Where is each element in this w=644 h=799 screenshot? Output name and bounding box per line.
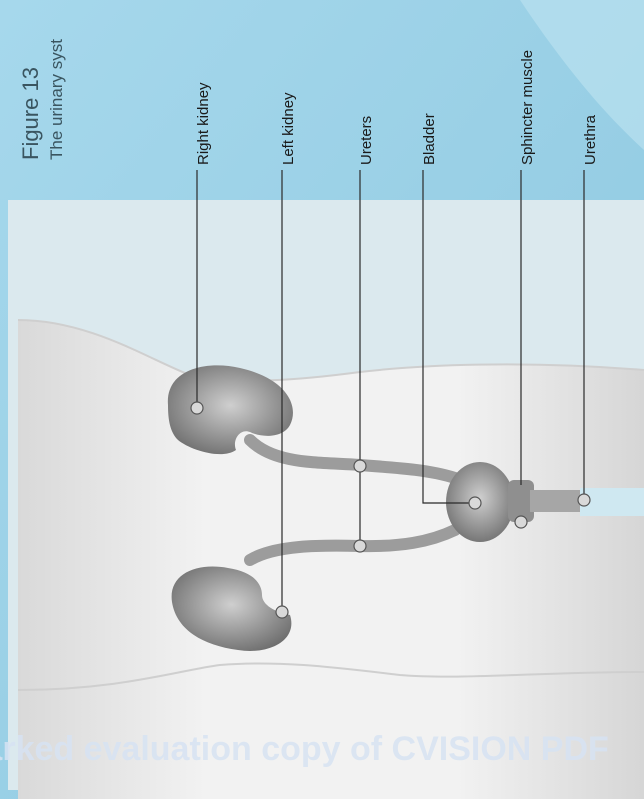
left-kidney-marker [276, 606, 288, 618]
watermark: Watermarked evaluation copy of CVISION P… [0, 730, 609, 768]
label-ureters: Ureters [358, 116, 375, 165]
label-bladder: Bladder [421, 113, 438, 165]
figure-number: Figure 13 [18, 67, 43, 160]
label-urethra: Urethra [582, 114, 599, 165]
label-right-kidney: Right kidney [195, 82, 212, 165]
left-ureter-marker [354, 540, 366, 552]
label-sphincter-muscle: Sphincter muscle [519, 50, 536, 165]
sphincter-muscle-marker [515, 516, 527, 528]
right-ureter-marker [354, 460, 366, 472]
bladder-marker [469, 497, 481, 509]
body-silhouette [18, 320, 644, 799]
urethra-marker [578, 494, 590, 506]
figure-caption: The urinary syst [47, 39, 66, 160]
right-kidney-marker [191, 402, 203, 414]
label-left-kidney: Left kidney [280, 92, 297, 165]
